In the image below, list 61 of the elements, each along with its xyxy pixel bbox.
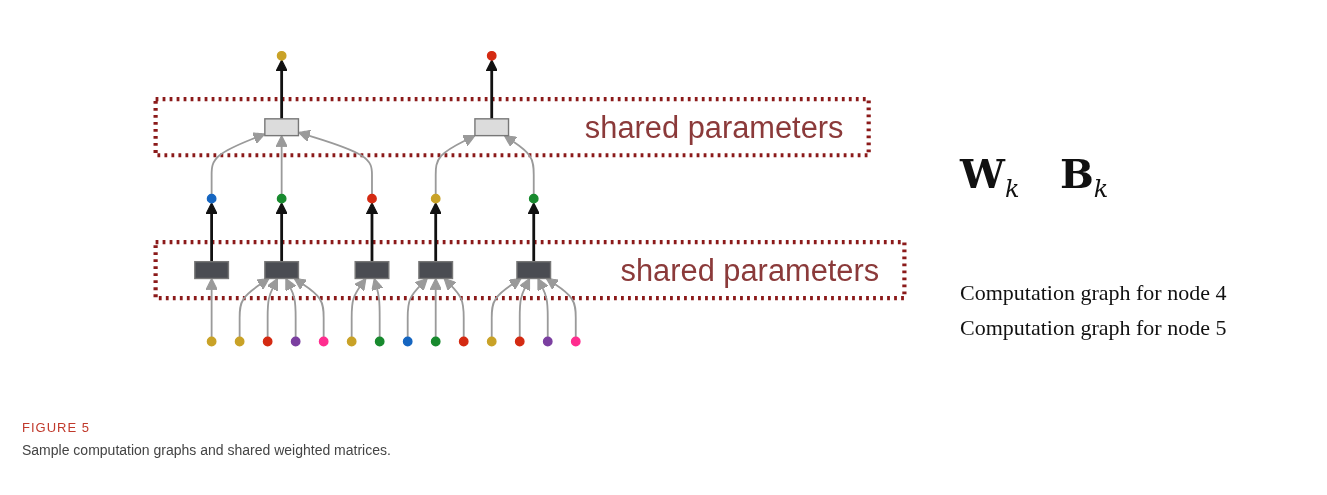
arrow: [485, 59, 498, 120]
node-circle: [570, 336, 581, 347]
arrow: [275, 59, 288, 120]
cluster: shared parameters: [153, 240, 907, 301]
node-circle: [367, 194, 377, 204]
arrow: [429, 278, 442, 339]
node-circle: [206, 194, 217, 204]
arrow: [434, 135, 476, 196]
node-box: [354, 261, 390, 280]
node-circle: [486, 336, 497, 347]
arrow: [527, 202, 540, 262]
node-circle: [276, 194, 287, 204]
node-circle: [486, 51, 497, 62]
arrow: [429, 202, 442, 262]
arrow: [365, 202, 379, 262]
node-circle: [458, 336, 469, 347]
node-circle: [528, 194, 539, 204]
node-circle: [402, 336, 413, 347]
arrow: [537, 278, 549, 339]
arrow: [205, 202, 218, 262]
arrow: [205, 278, 218, 339]
arrow: [443, 278, 465, 339]
arrow: [285, 278, 297, 339]
node-circle: [430, 194, 441, 204]
arrow: [238, 278, 270, 339]
arrow: [518, 278, 531, 339]
arrow: [350, 278, 367, 339]
node-box: [516, 261, 552, 280]
cluster: shared parameters: [153, 97, 871, 158]
node-circle: [276, 51, 287, 62]
node-circle: [514, 336, 525, 347]
arrow: [371, 278, 384, 339]
node-box: [474, 118, 510, 137]
math-symbol: W$_{k}$: [960, 150, 1020, 203]
node-circle: [206, 336, 217, 347]
math-symbol: B$_{k}$: [1060, 150, 1109, 203]
node-box: [264, 118, 300, 137]
arrow: [275, 202, 288, 262]
arrow: [490, 278, 522, 339]
node-box: [264, 261, 300, 280]
node-circle: [318, 336, 329, 347]
arrow: [266, 278, 278, 339]
node-circle: [290, 336, 301, 347]
node-circle: [346, 336, 357, 347]
figure-number: FIGURE 5: [22, 420, 90, 435]
graph-caption: Computation graph for node 5: [960, 315, 1227, 341]
arrow: [545, 278, 577, 339]
arrow: [503, 135, 535, 196]
caption: Sample computation graphs and shared weighted matrices.: [22, 442, 391, 458]
arrow: [210, 132, 266, 196]
arrow: [293, 278, 325, 339]
arrow: [275, 135, 288, 196]
node-circle: [430, 336, 441, 347]
node-box: [418, 261, 454, 280]
node-circle: [542, 336, 553, 347]
node-circle: [234, 336, 245, 347]
node-box: [194, 261, 230, 280]
arrow: [406, 278, 428, 339]
node-circle: [374, 336, 385, 347]
node-circle: [262, 336, 273, 347]
graph-caption: Computation graph for node 4: [960, 280, 1227, 306]
